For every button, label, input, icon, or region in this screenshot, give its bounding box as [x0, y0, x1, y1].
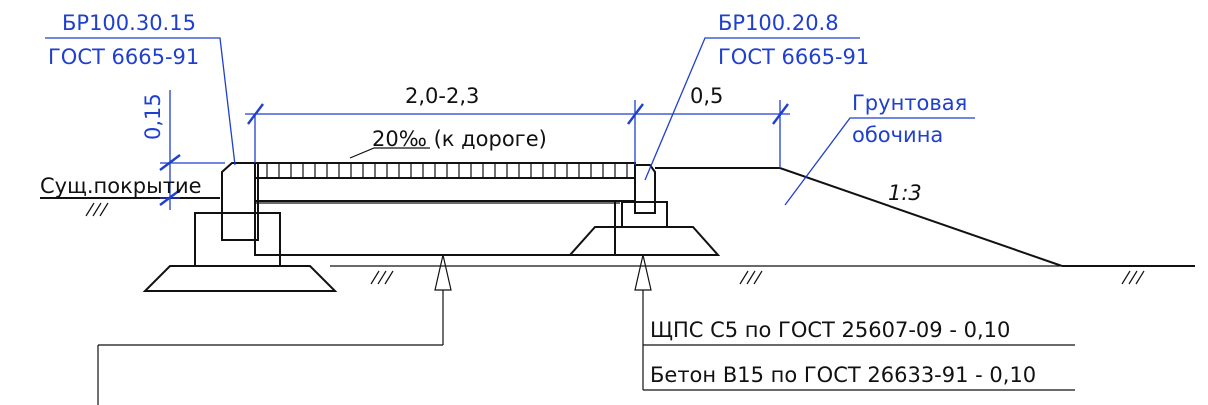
paving-tiles [254, 162, 636, 179]
concrete-layer [254, 177, 636, 202]
layer-concrete-label: Бетон В15 по ГОСТ 26633-91 - 0,10 [650, 363, 1036, 387]
left-footing [142, 265, 338, 292]
left-curb [221, 162, 259, 241]
shoulder-outline [655, 167, 1063, 267]
big-curb-standard: ГОСТ 6665-91 [48, 45, 199, 69]
embankment-slope-label: 1:3 [888, 181, 922, 205]
shoulder-label-2: обочина [852, 123, 943, 147]
slope-note: 20‰ (к дороге) [372, 127, 547, 151]
existing-surface-label: Сущ.покрытие [40, 174, 202, 198]
small-curb-standard: ГОСТ 6665-91 [718, 45, 869, 69]
right-curb [634, 164, 656, 214]
big-curb-code: БР100.30.15 [62, 11, 196, 35]
slope-arrow [349, 147, 430, 159]
shoulder-label-1: Грунтовая [852, 91, 967, 115]
offset-label: 0,5 [690, 84, 723, 108]
dimension-line [245, 100, 790, 168]
right-footing [567, 226, 721, 256]
left-curb-bedding [194, 212, 281, 267]
sidewalk-width-label: 2,0-2,3 [405, 84, 479, 108]
curb-height-label: 0,15 [141, 93, 165, 140]
gravel-layer [254, 200, 616, 256]
ground-line [40, 197, 1195, 285]
height-dimension [159, 90, 225, 210]
small-curb-code: БР100.20.8 [718, 11, 839, 35]
layer-gravel-label: ЩПС С5 по ГОСТ 25607-09 - 0,10 [650, 318, 1010, 342]
callout-leaders [45, 37, 975, 206]
layer-leaders [97, 254, 1075, 405]
right-curb-bedding [621, 201, 668, 228]
